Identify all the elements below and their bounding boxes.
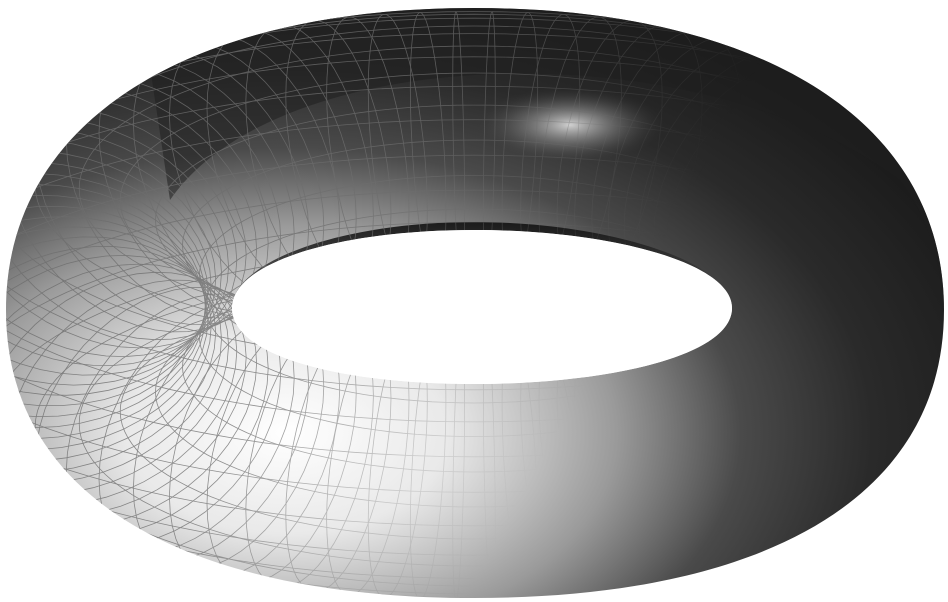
torus-hole [232,230,732,384]
